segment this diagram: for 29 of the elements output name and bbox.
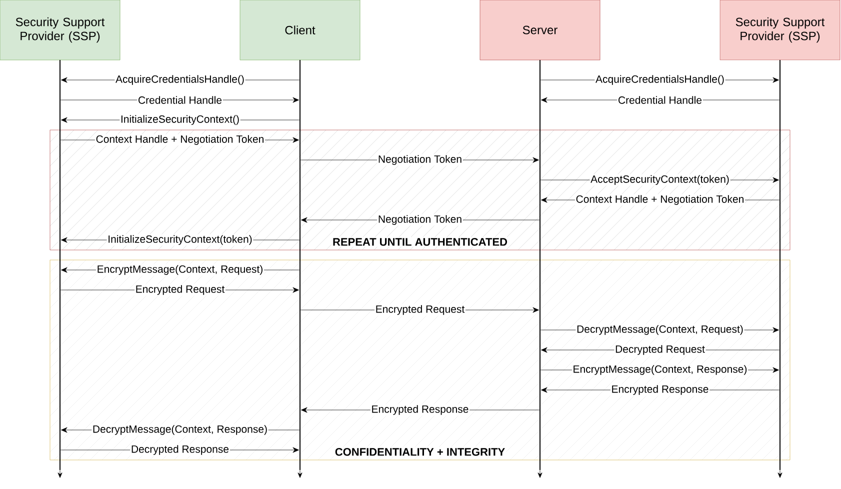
message-label: Encrypted Response bbox=[370, 404, 470, 416]
message-label: Credential Handle bbox=[137, 95, 223, 105]
message-label: Context Handle + Negotiation Token bbox=[95, 134, 265, 146]
message-label: DecryptMessage(Context, Response) bbox=[92, 424, 268, 436]
message-label: EncryptMessage(Context, Request) bbox=[96, 264, 264, 276]
message-label: Context Handle + Negotiation Token bbox=[575, 194, 745, 206]
message-label: InitializeSecurityContext() bbox=[120, 114, 240, 126]
message-label: Encrypted Response bbox=[610, 384, 710, 396]
participant-box: Server bbox=[480, 0, 600, 60]
message-label: Negotiation Token bbox=[377, 154, 463, 166]
lifeline bbox=[58, 60, 62, 478]
participant-box: Security Support Provider (SSP) bbox=[0, 0, 120, 60]
message-label: Decrypted Response bbox=[130, 444, 230, 456]
message-label: Encrypted Request bbox=[134, 284, 226, 296]
message-label: AcquireCredentialsHandle() bbox=[114, 74, 246, 86]
lifeline bbox=[778, 60, 782, 478]
message-label: Decrypted Request bbox=[614, 344, 706, 356]
message-label: AcceptSecurityContext(token) bbox=[590, 174, 730, 186]
message-label: Encrypted Request bbox=[374, 304, 466, 316]
message-label: InitializeSecurityContext(token) bbox=[106, 234, 254, 246]
lifeline bbox=[538, 60, 542, 478]
message-label: EncryptMessage(Context, Response) bbox=[572, 364, 748, 376]
message-label: Credential Handle bbox=[617, 95, 703, 105]
participant-box: Security Support Provider (SSP) bbox=[720, 0, 840, 60]
message-label: DecryptMessage(Context, Request) bbox=[576, 324, 744, 336]
participant-box: Client bbox=[240, 0, 360, 60]
lifeline bbox=[298, 60, 302, 478]
message-label: Negotiation Token bbox=[377, 214, 463, 226]
message-label: AcquireCredentialsHandle() bbox=[594, 74, 726, 86]
